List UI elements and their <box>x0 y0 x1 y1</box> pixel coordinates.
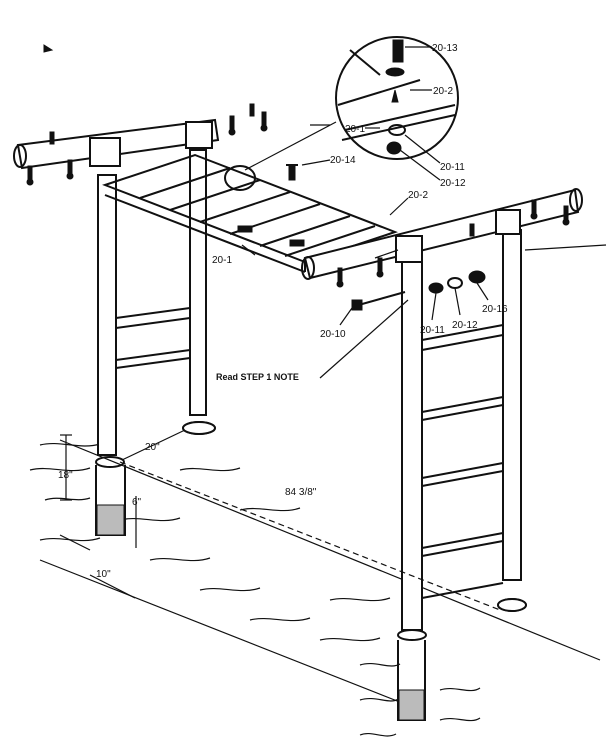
callout-20-12-detail: 20-12 <box>440 178 466 189</box>
callout-leaders <box>241 46 607 379</box>
callout-20-14: 20-14 <box>330 155 356 166</box>
ground-surface <box>29 439 601 737</box>
step-note-label: Read STEP 1 NOTE <box>216 372 299 382</box>
overhead-ladder <box>102 153 398 273</box>
right-side-rungs <box>421 324 504 599</box>
callout-20-16: 20-16 <box>482 304 508 315</box>
left-back-post <box>182 149 216 435</box>
bolt-20-14 <box>286 164 298 181</box>
left-crossbar-bolts <box>26 103 268 186</box>
dimension-depth: 20" <box>145 442 160 453</box>
left-front-post <box>95 174 125 468</box>
right-post-hole <box>397 640 426 721</box>
callout-20-11-detail: 20-11 <box>440 162 465 173</box>
dimension-hole-depth: 18" <box>58 470 73 481</box>
callout-20-10: 20-10 <box>320 329 346 340</box>
footing-pads <box>182 421 527 612</box>
callout-20-12: 20-12 <box>452 320 478 331</box>
right-back-post <box>497 229 527 612</box>
callout-20-2: 20-2 <box>408 190 428 201</box>
dimension-concrete-top: 6" <box>132 497 142 508</box>
detail-magnifier <box>224 36 459 191</box>
left-top-crossbar <box>13 118 220 170</box>
left-side-rungs <box>115 307 191 369</box>
right-front-post <box>397 254 427 641</box>
callout-20-1: 20-1 <box>212 255 232 266</box>
right-corner-hardware <box>351 249 486 311</box>
corner-mark <box>43 44 54 53</box>
callout-20-2-detail: 20-2 <box>433 86 453 97</box>
callout-20-13: 20-13 <box>432 43 458 54</box>
dimension-lines <box>59 429 501 611</box>
right-top-crossbar <box>301 188 583 280</box>
right-crossbar-bolts <box>336 199 570 288</box>
left-post-hole <box>95 465 126 536</box>
dimension-hole-width: 10" <box>96 569 111 580</box>
dimension-length: 84 3/8" <box>285 487 317 498</box>
callout-20-1-detail: 20-1 <box>345 124 365 135</box>
callout-20-11: 20-11 <box>420 325 445 336</box>
